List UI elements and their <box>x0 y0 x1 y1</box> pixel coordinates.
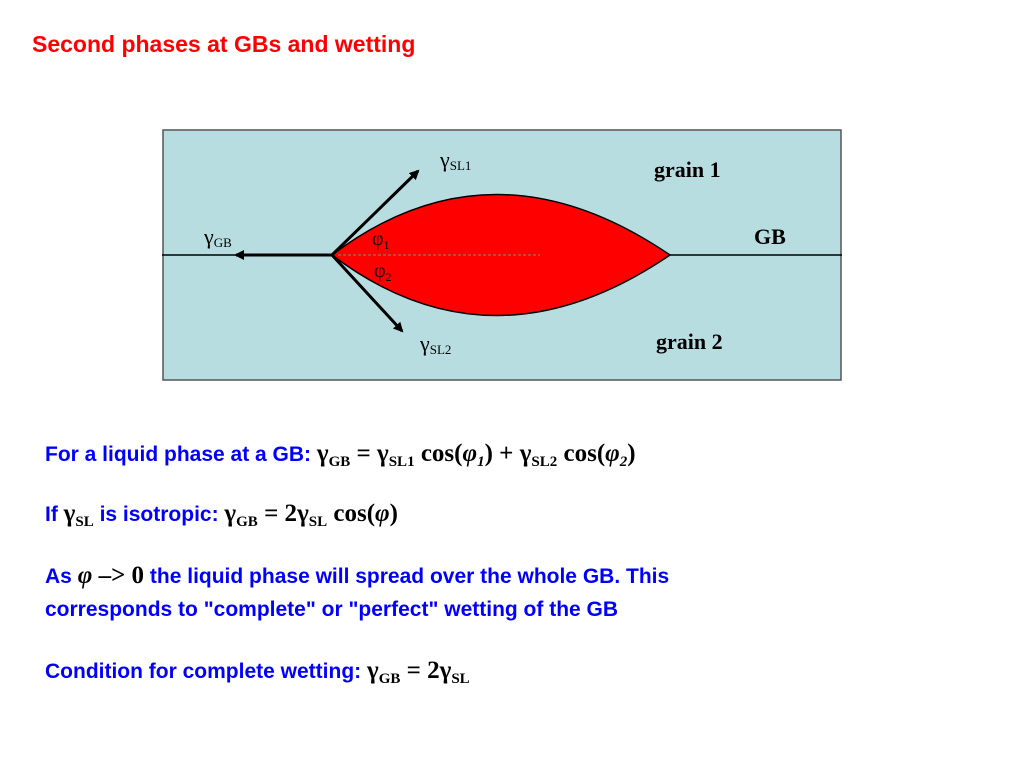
gamma-sl1-label: γSL1 <box>439 147 471 173</box>
line3-text: the liquid phase will spread over the wh… <box>144 565 670 588</box>
line2-if: If <box>45 503 64 526</box>
gamma-sl-symbol: γSL <box>63 500 94 530</box>
equation-line-general: For a liquid phase at a GB: γGB = γSL1 c… <box>45 440 636 470</box>
equation-line-isotropic: If γSL is isotropic: γGB = 2γSL cos(φ) <box>45 500 398 530</box>
gamma-sl1-arrow <box>330 169 420 257</box>
grain1-label: grain 1 <box>654 157 721 182</box>
line4-text: Condition for complete wetting: <box>45 660 367 683</box>
line3-as: As <box>45 565 78 588</box>
equation-isotropic: γGB = 2γSL cos(φ) <box>224 500 398 530</box>
gb-label: GB <box>754 224 786 249</box>
wetting-diagram: γSL1 γGB φ1 φ2 γSL2 grain 1 grain 2 GB <box>162 129 842 381</box>
phi1-label: φ1 <box>372 228 390 252</box>
grain2-label: grain 2 <box>656 329 723 354</box>
equation-complete-wetting: γGB = 2γSL <box>366 657 470 687</box>
complete-wetting-condition: Condition for complete wetting: γGB = 2γ… <box>45 657 470 687</box>
wetting-explanation-line2: corresponds to "complete" or "perfect" w… <box>45 598 619 621</box>
gamma-sl2-arrow <box>330 253 404 333</box>
phi2-label: φ2 <box>374 260 392 284</box>
wetting-diagram-svg: γSL1 γGB φ1 φ2 γSL2 grain 1 grain 2 GB <box>162 129 842 381</box>
equation-general: γGB = γSL1 cos(φ1) + γSL2 cos(φ2) <box>316 440 636 470</box>
gamma-gb-label: γGB <box>203 224 232 250</box>
wetting-explanation-line1: As φ –> 0 the liquid phase will spread o… <box>45 562 669 590</box>
slide-title: Second phases at GBs and wetting <box>32 31 416 57</box>
line2-text: is isotropic: <box>93 503 225 526</box>
line1-text: For a liquid phase at a GB: <box>45 443 317 466</box>
gamma-sl2-label: γSL2 <box>419 331 451 357</box>
phi-limit: φ –> 0 <box>77 562 145 589</box>
